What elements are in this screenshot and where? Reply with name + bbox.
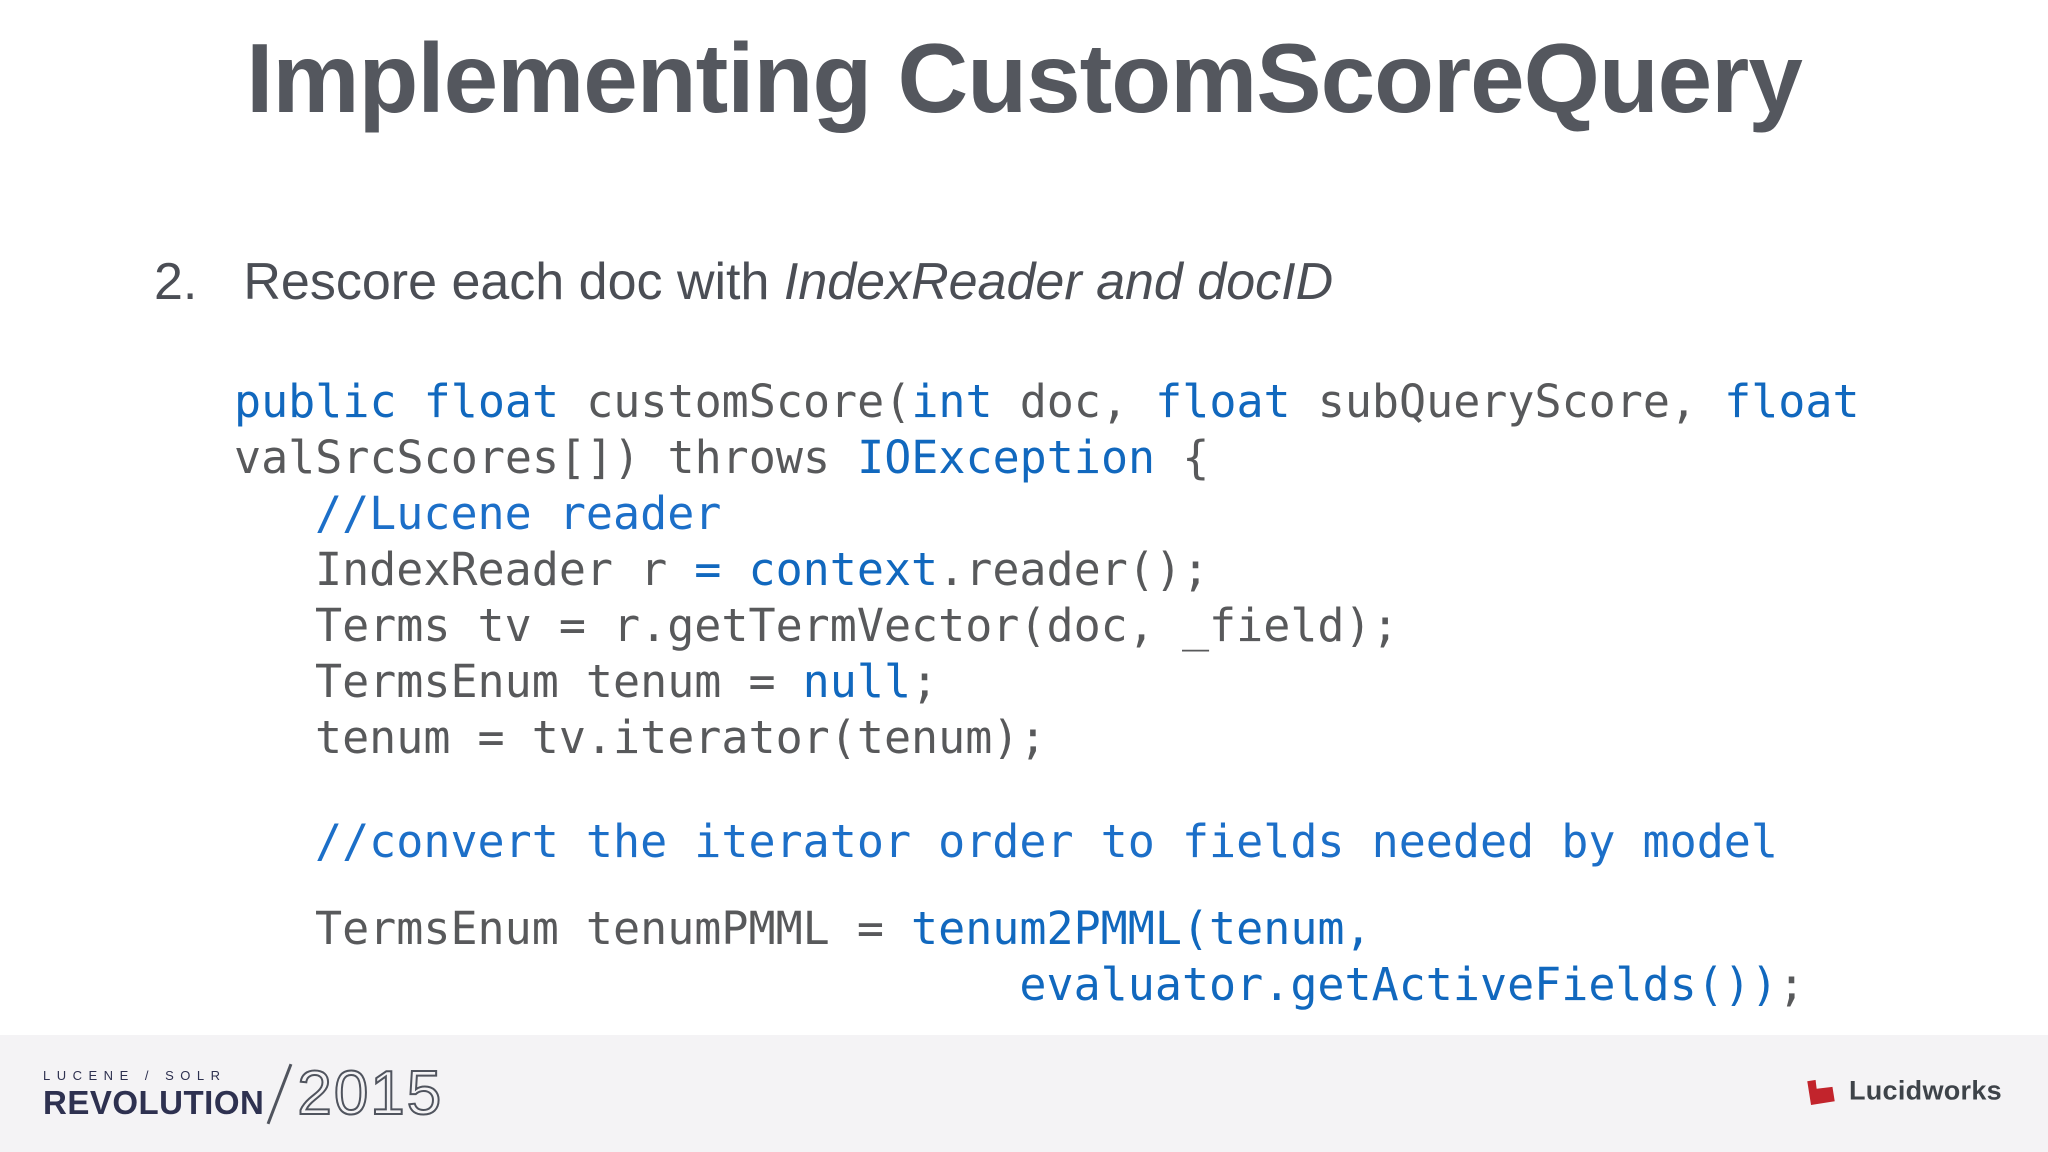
code-text: { [1155, 431, 1210, 484]
code-keyword: public [234, 375, 397, 428]
code-line: valSrcScores[]) throws IOException { [234, 430, 1860, 486]
bullet-emphasis: IndexReader and docID [783, 253, 1334, 311]
code-text [397, 375, 424, 428]
code-keyword: evaluator.getActiveFields()) [1019, 958, 1778, 1011]
code-text: ; [911, 655, 939, 708]
brand-revolution: REVOLUTION [43, 1084, 265, 1121]
lucidworks-wordmark: Lucidworks [1848, 1075, 2002, 1106]
revolution-logo: LUCENE / SOLR REVOLUTION 2015 [43, 1058, 444, 1128]
code-text: TermsEnum tenum = [315, 655, 803, 708]
code-text: tenum = tv.iterator(tenum); [315, 711, 1047, 764]
lucidworks-logo: Lucidworks [1804, 1074, 2002, 1108]
code-line: public float customScore(int doc, float … [234, 374, 1860, 430]
slide-title: Implementing CustomScoreQuery [246, 23, 1803, 133]
code-text: .reader(); [938, 543, 1210, 596]
code-line: TermsEnum tenumPMML = tenum2PMML(tenum, [234, 901, 1860, 957]
code-keyword: IOException [857, 431, 1156, 484]
footer: LUCENE / SOLR REVOLUTION 2015 Lucidworks [0, 1035, 2048, 1152]
lucidworks-mark-icon [1807, 1075, 1835, 1105]
code-comment: //Lucene reader [315, 487, 722, 540]
code-line: //Lucene reader [234, 486, 1860, 542]
brand-year: 2015 [296, 1058, 444, 1128]
code-keyword: = context [694, 543, 939, 596]
bullet-number: 2. [154, 253, 198, 311]
code-line: TermsEnum tenum = null; [234, 654, 1860, 710]
code-text: ; [1778, 958, 1806, 1011]
code-keyword: int [911, 375, 993, 428]
code-keyword: float [423, 375, 560, 428]
slash-icon [266, 1063, 293, 1124]
code-text: valSrcScores[]) throws [234, 431, 858, 484]
revolution-logo-text: LUCENE / SOLR REVOLUTION [43, 1068, 264, 1119]
code-text: doc, [992, 375, 1156, 428]
code-text: IndexReader r [315, 543, 695, 596]
bullet-line: 2. Rescore each doc with IndexReader and … [154, 252, 1333, 312]
code-block: public float customScore(int doc, float … [234, 374, 1860, 1013]
code-text: subQueryScore, [1290, 375, 1725, 428]
code-text [315, 958, 1019, 1011]
bullet-text: Rescore each doc with [243, 253, 784, 311]
code-keyword: float [1155, 375, 1291, 428]
code-line: tenum = tv.iterator(tenum); [234, 710, 1860, 766]
code-keyword: float [1724, 375, 1860, 428]
code-keyword: null [802, 655, 912, 708]
brand-lucene-solr: LUCENE / SOLR [43, 1068, 227, 1083]
code-gap [234, 870, 1860, 901]
code-keyword: tenum2PMML(tenum, [911, 902, 1372, 955]
code-text: TermsEnum tenumPMML = [315, 902, 912, 955]
code-line: evaluator.getActiveFields()); [234, 957, 1860, 1013]
code-line: Terms tv = r.getTermVector(doc, _field); [234, 598, 1860, 654]
code-line: //convert the iterator order to fields n… [234, 814, 1860, 870]
code-text: Terms tv = r.getTermVector(doc, _field); [315, 599, 1399, 652]
code-text: customScore( [559, 375, 912, 428]
code-gap [234, 766, 1860, 814]
code-comment: //convert the iterator order to fields n… [315, 815, 1778, 868]
code-line: IndexReader r = context.reader(); [234, 542, 1860, 598]
